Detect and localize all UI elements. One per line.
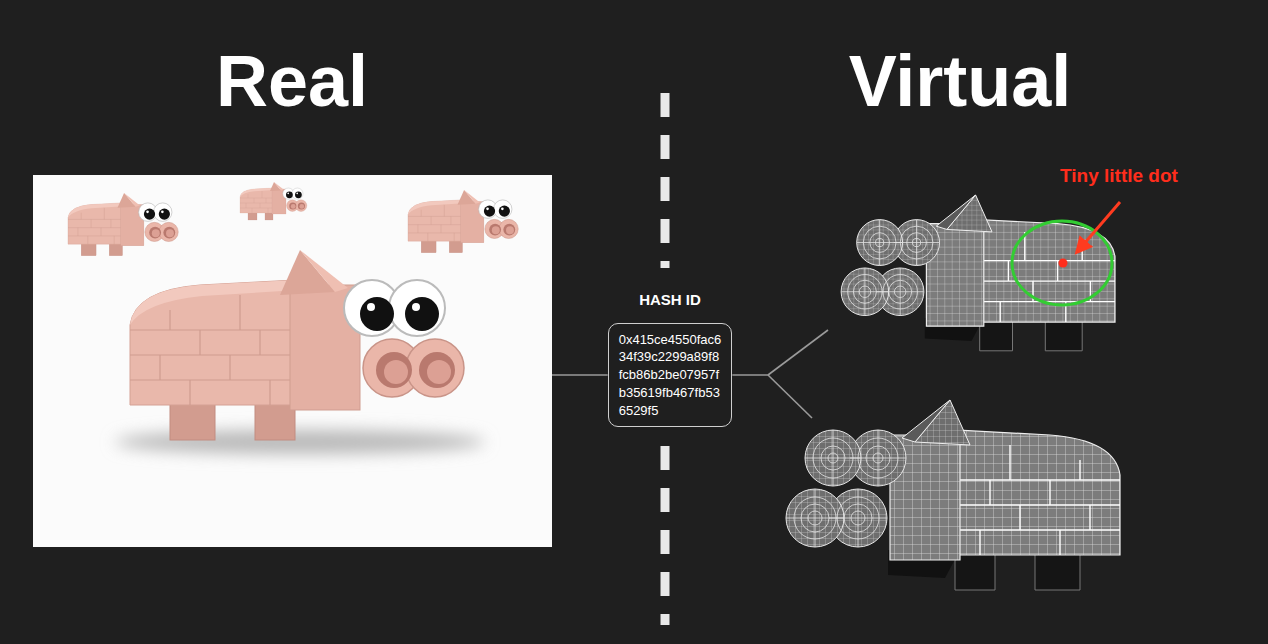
- small-pig: [240, 182, 307, 220]
- divider-dash: [661, 446, 670, 625]
- main-pig: [130, 250, 464, 440]
- small-pig: [68, 193, 178, 256]
- box-heading: HASH ID: [639, 291, 701, 308]
- photo-panel: [33, 175, 552, 547]
- highlight-ellipse: [1012, 221, 1112, 305]
- callout-arrow: [1077, 202, 1120, 252]
- wireframe-pig: [841, 195, 1115, 351]
- link-line: [552, 374, 608, 376]
- callout-label: Tiny little dot: [1060, 166, 1178, 185]
- hash-box: HASH ID0x415ce4550fac6 34f39c2299a89f8 f…: [608, 323, 733, 428]
- marker-dot: [1059, 259, 1068, 268]
- link-line: [732, 374, 768, 376]
- section-heading: Real: [216, 45, 368, 117]
- wireframe-pig: [786, 400, 1120, 590]
- hash-text: 0x415ce4550fac6 34f39c2299a89f8 fcb86b2b…: [619, 331, 722, 420]
- small-pig: [408, 190, 518, 253]
- link-line: [768, 330, 828, 375]
- divider-dash: [661, 93, 670, 268]
- section-heading: Virtual: [849, 45, 1072, 117]
- link-line: [768, 375, 812, 418]
